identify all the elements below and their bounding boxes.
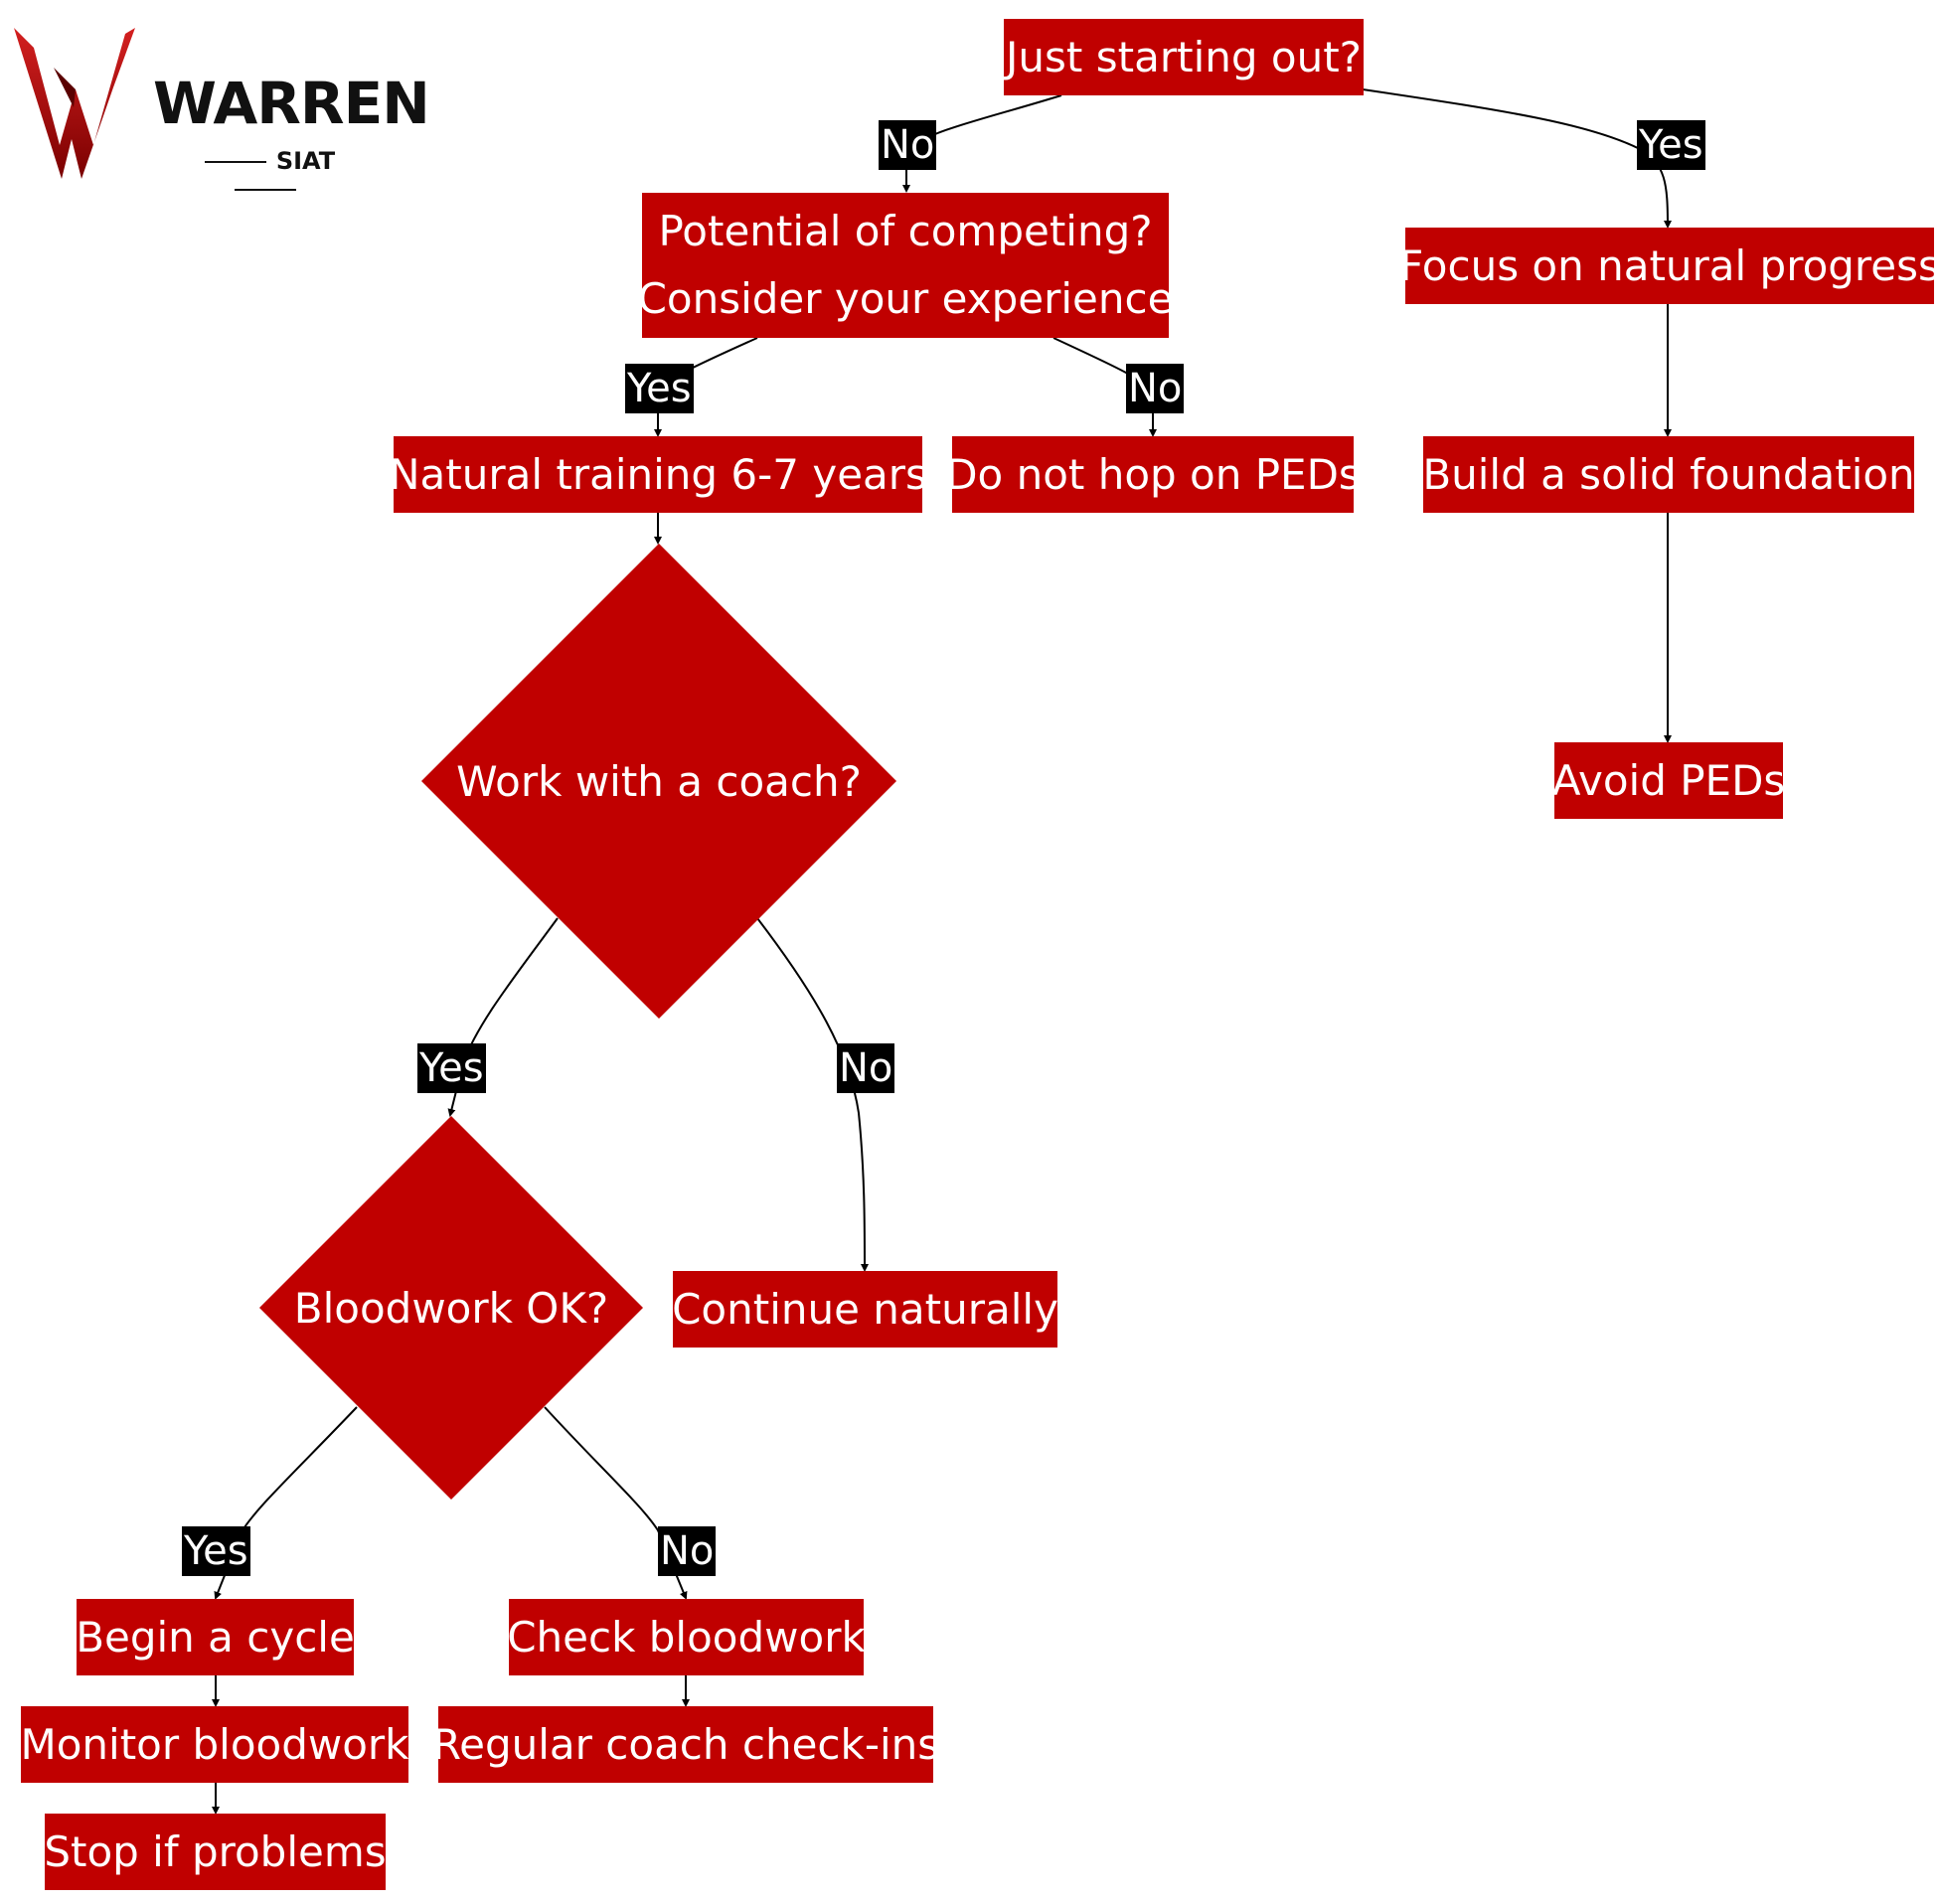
decision-bloodwork-ok-label: Bloodwork OK? bbox=[293, 1283, 609, 1333]
node-avoid-peds: Avoid PEDs bbox=[1554, 742, 1783, 819]
decision-shape bbox=[259, 1116, 643, 1500]
node-monitor-bloodwork: Monitor bloodwork bbox=[21, 1706, 408, 1783]
node-regular-coach-check-ins: Regular coach check-ins bbox=[438, 1706, 933, 1783]
node-potential-of-competing: Potential of competing? Consider your ex… bbox=[642, 193, 1169, 338]
logo-subtitle-text: SIAT bbox=[275, 147, 336, 175]
edge-label-bloodwork-no: No bbox=[658, 1526, 717, 1576]
edge-label-coach-no: No bbox=[837, 1043, 895, 1093]
node-natural-training-years: Natural training 6-7 years bbox=[394, 436, 922, 513]
edge-label-competing-yes: Yes bbox=[625, 364, 694, 413]
edge-label-competing-no: No bbox=[1126, 364, 1185, 413]
decision-work-with-coach-label: Work with a coach? bbox=[456, 756, 862, 806]
warren-siat-logo: WARREN SIAT bbox=[14, 28, 430, 191]
node-focus-natural-progress: Focus on natural progress bbox=[1405, 228, 1934, 304]
logo-wordmark: WARREN bbox=[153, 70, 430, 137]
edge-label-coach-yes: Yes bbox=[417, 1043, 486, 1093]
decision-work-with-coach: Work with a coach? bbox=[421, 544, 896, 1019]
decision-shape bbox=[421, 544, 896, 1019]
node-build-solid-foundation: Build a solid foundation bbox=[1423, 436, 1914, 513]
node-competing-line-1: Potential of competing? bbox=[658, 207, 1153, 255]
w-logo-icon bbox=[14, 28, 135, 179]
node-competing-line-2: Consider your experience bbox=[642, 274, 1169, 323]
node-just-starting-out: Just starting out? bbox=[1004, 19, 1364, 95]
edge-bloodwork-to-check bbox=[544, 1406, 688, 1600]
edge-bloodwork-to-begin bbox=[214, 1406, 358, 1600]
edge-label-bloodwork-yes: Yes bbox=[182, 1526, 250, 1576]
node-continue-naturally: Continue naturally bbox=[673, 1271, 1057, 1348]
node-begin-a-cycle: Begin a cycle bbox=[77, 1599, 354, 1675]
edge-start-to-focus bbox=[1362, 88, 1672, 229]
node-stop-if-problems: Stop if problems bbox=[45, 1814, 386, 1890]
node-check-bloodwork: Check bloodwork bbox=[509, 1599, 864, 1675]
decision-bloodwork-ok: Bloodwork OK? bbox=[259, 1116, 643, 1500]
edge-label-start-no: No bbox=[879, 120, 937, 170]
logo-subtitle: SIAT bbox=[158, 147, 372, 203]
edge-label-start-yes: Yes bbox=[1637, 120, 1705, 170]
edge-coach-to-continue bbox=[756, 917, 869, 1272]
node-do-not-hop-on-peds: Do not hop on PEDs bbox=[952, 436, 1354, 513]
